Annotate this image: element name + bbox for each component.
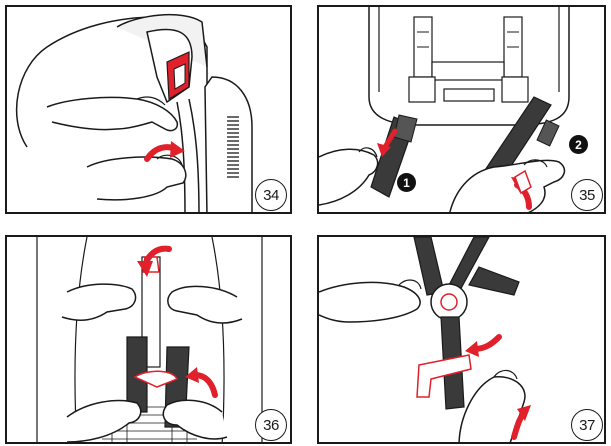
step-number-icon: 34 [255, 179, 287, 211]
step-number-icon: 37 [571, 409, 603, 441]
step-number-icon: 35 [571, 179, 603, 211]
step-number-icon: 36 [255, 409, 287, 441]
illustration-36 [7, 237, 292, 444]
numbered-dot-icon: 1 [397, 173, 416, 192]
panel-step-35: 1 2 35 [317, 5, 606, 214]
panel-step-37: 37 [317, 235, 606, 444]
marker-2-label: 2 [575, 138, 582, 152]
step-number-label: 37 [579, 417, 595, 434]
panel-step-36: 36 [5, 235, 292, 444]
marker-1-label: 1 [403, 176, 410, 190]
step-number-label: 36 [263, 417, 279, 434]
numbered-dot-icon: 2 [569, 135, 588, 154]
illustration-35 [319, 7, 606, 214]
illustration-37 [319, 237, 606, 444]
step-number-label: 35 [579, 187, 595, 204]
step-number-label: 34 [263, 187, 279, 204]
panel-step-34: 34 [5, 5, 292, 214]
illustration-34 [7, 7, 292, 214]
